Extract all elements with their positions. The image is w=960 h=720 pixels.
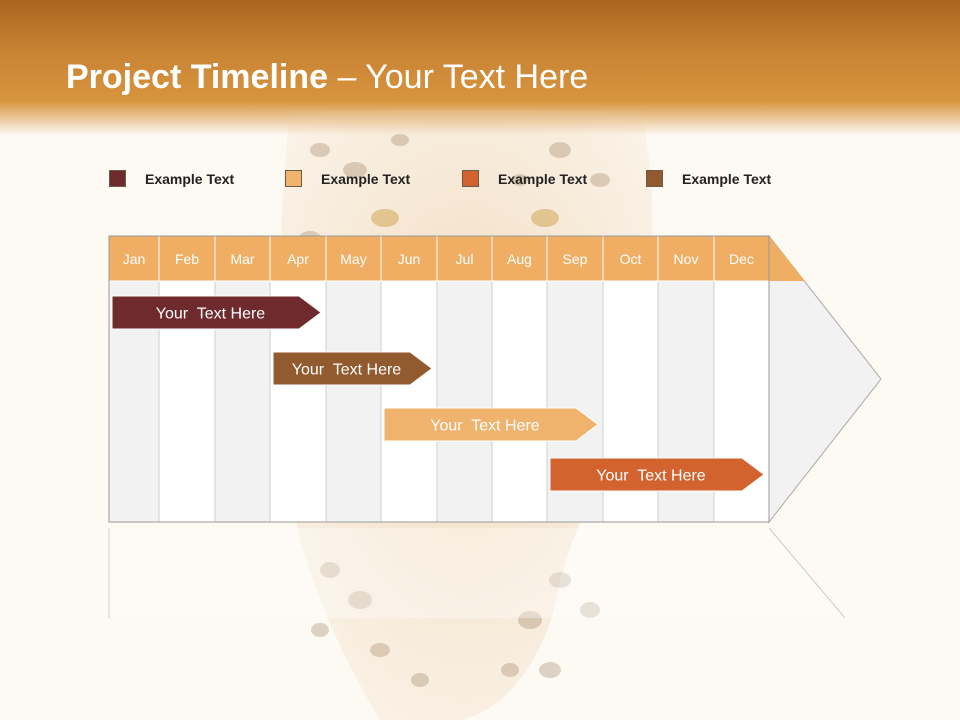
month-label: Nov [674,251,699,267]
timeline-reflection [109,528,845,618]
slide-title: Project Timeline – Your Text Here [66,58,588,97]
legend-swatch-3 [462,170,479,187]
month-label: Apr [287,251,309,267]
task-bar [111,295,322,330]
task-bar-label: Your Text Here [430,418,540,435]
month-label: Aug [507,251,532,267]
month-label: Jul [456,251,474,267]
month-label: Jun [398,251,421,267]
timeline-outline [108,235,770,523]
legend-item-3: Example Text [462,170,587,187]
month-header-cell [108,235,160,282]
legend-item-4: Example Text [646,170,771,187]
legend-swatch-2 [285,170,302,187]
month-label: Dec [729,251,754,267]
month-label: Sep [563,251,588,267]
reflection-edge-right [768,527,846,619]
month-column [491,280,548,523]
task-bar [272,351,433,386]
legend-label-4: Example Text [682,170,772,187]
legend-label-3: Example Text [498,170,588,187]
task-bar [383,407,599,442]
month-label: Feb [175,251,199,267]
legend-label-1: Example Text [145,170,235,187]
title-strong: Project Timeline [66,58,329,96]
month-column [325,280,382,523]
task-bar-label: Your Text Here [292,362,402,379]
month-header-cell [657,235,715,282]
legend-swatch-1 [109,170,126,187]
month-header-cell [602,235,659,282]
legend-item-1: Example Text [109,170,234,187]
month-header-cell [325,235,382,282]
month-label: Oct [620,251,642,267]
month-header-cell [713,235,770,282]
month-header-cell [546,235,604,282]
legend-swatch-4 [646,170,663,187]
task-bar [549,457,765,492]
legend-label-2: Example Text [321,170,411,187]
month-column [380,280,438,523]
month-header-cell [436,235,493,282]
month-label: Jan [123,251,146,267]
month-label: May [340,251,366,267]
legend-item-2: Example Text [285,170,410,187]
title-rest: – Your Text Here [328,58,589,96]
month-header-cell [158,235,216,282]
month-label: Mar [230,251,254,267]
month-column [436,280,493,523]
task-bar-label: Your Text Here [156,306,266,323]
task-bar-label: Your Text Here [596,468,706,485]
timeline-arrow-header [769,236,805,281]
